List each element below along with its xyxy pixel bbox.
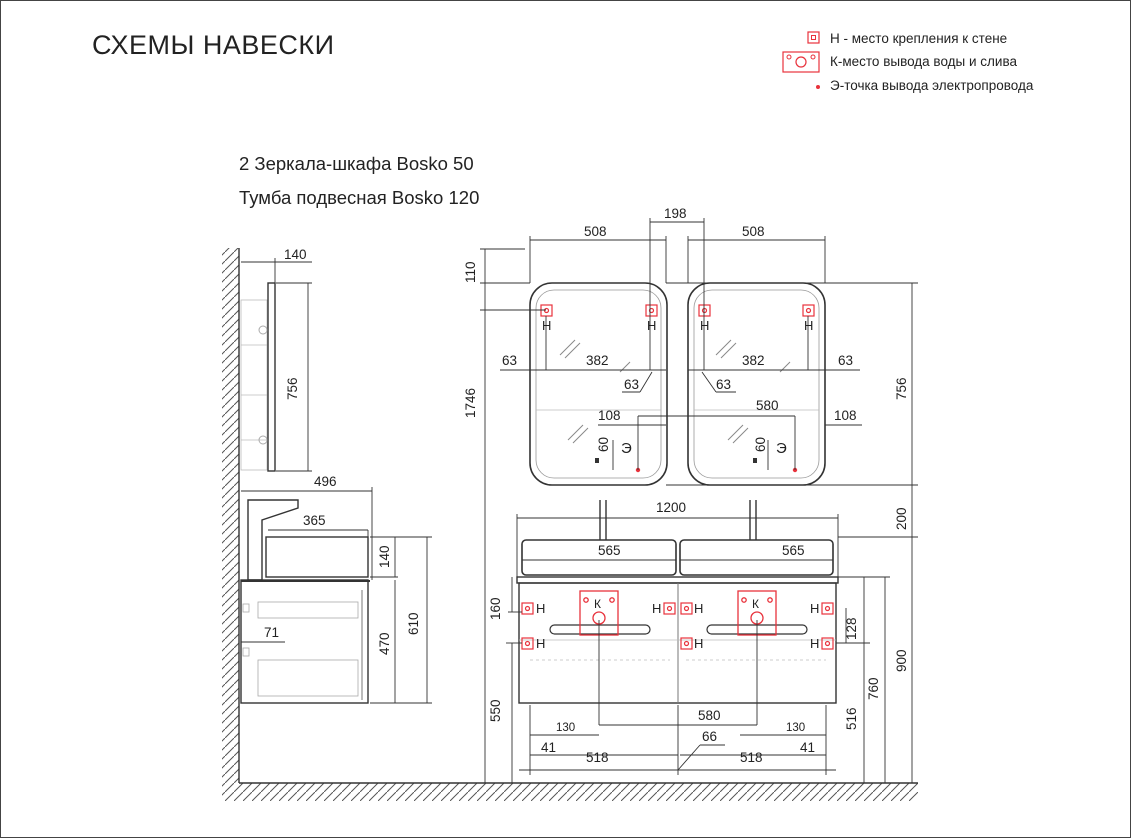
svg-text:365: 365 (303, 513, 326, 528)
page-title: СХЕМЫ НАВЕСКИ (92, 30, 335, 60)
svg-text:Н: Н (810, 636, 819, 651)
svg-text:610: 610 (406, 612, 421, 635)
svg-text:760: 760 (866, 677, 881, 700)
mirror-mount-points (540, 304, 815, 317)
svg-text:63: 63 (624, 377, 639, 392)
svg-text:63: 63 (502, 353, 517, 368)
svg-text:Н: Н (647, 318, 656, 333)
svg-text:518: 518 (740, 750, 763, 765)
legend-item-electric: Э-точка вывода электропровода (830, 78, 1034, 93)
svg-text:470: 470 (377, 632, 392, 655)
svg-text:108: 108 (834, 408, 857, 423)
svg-text:508: 508 (742, 224, 765, 239)
mirror-cabinet-right (687, 282, 826, 486)
svg-text:60: 60 (596, 437, 611, 452)
svg-text:1200: 1200 (656, 500, 686, 515)
svg-text:496: 496 (314, 474, 337, 489)
subtitle-vanity: Тумба подвесная Bosko 120 (239, 187, 480, 208)
svg-text:382: 382 (742, 353, 765, 368)
svg-text:Н: Н (700, 318, 709, 333)
svg-text:160: 160 (488, 597, 503, 620)
side-view (240, 282, 370, 704)
svg-text:382: 382 (586, 353, 609, 368)
dimension-labels: 140 756 496 365 140 470 610 71 198 508 5… (264, 206, 909, 765)
svg-text:900: 900 (894, 649, 909, 672)
svg-text:565: 565 (598, 543, 621, 558)
svg-text:Э: Э (776, 440, 787, 457)
svg-text:198: 198 (664, 206, 687, 221)
mirror-cabinet-left (529, 282, 668, 486)
wall-hatch (222, 248, 240, 783)
svg-text:1746: 1746 (463, 388, 478, 418)
electric-points (635, 467, 798, 473)
svg-text:Н: Н (652, 601, 661, 616)
svg-text:580: 580 (756, 398, 779, 413)
svg-text:756: 756 (285, 377, 300, 400)
svg-text:41: 41 (800, 740, 815, 755)
svg-text:71: 71 (264, 625, 279, 640)
wall-mount-square-icon (807, 31, 820, 44)
svg-text:140: 140 (377, 545, 392, 568)
svg-text:Н: Н (694, 636, 703, 651)
svg-text:140: 140 (284, 247, 307, 262)
svg-text:Н: Н (536, 636, 545, 651)
water-drain-outlet-icon (782, 51, 820, 73)
svg-text:110: 110 (463, 261, 478, 283)
svg-text:63: 63 (716, 377, 731, 392)
svg-text:130: 130 (786, 722, 805, 734)
electric-point-icon (816, 85, 820, 89)
svg-text:518: 518 (586, 750, 609, 765)
svg-text:130: 130 (556, 722, 575, 734)
svg-text:200: 200 (894, 507, 909, 530)
svg-text:Н: Н (694, 601, 703, 616)
svg-text:580: 580 (698, 708, 721, 723)
svg-text:516: 516 (844, 707, 859, 730)
svg-text:Н: Н (810, 601, 819, 616)
floor-hatch (222, 782, 918, 801)
svg-text:Э: Э (621, 440, 632, 457)
svg-text:Н: Н (542, 318, 551, 333)
svg-text:41: 41 (541, 740, 556, 755)
svg-text:К: К (752, 597, 759, 611)
svg-text:108: 108 (598, 408, 621, 423)
svg-text:Н: Н (536, 601, 545, 616)
svg-text:508: 508 (584, 224, 607, 239)
subtitle-mirror-cabinets: 2 Зеркала-шкафа Bosko 50 (239, 153, 474, 174)
svg-text:565: 565 (782, 543, 805, 558)
svg-text:Н: Н (804, 318, 813, 333)
marker-letters: Н Н Н Н Э Э Н Н Н Н Н Н Н К К (536, 318, 819, 651)
svg-text:60: 60 (753, 437, 768, 452)
legend-item-mount: Н - место крепления к стене (830, 31, 1008, 46)
svg-text:128: 128 (844, 617, 859, 640)
svg-text:550: 550 (488, 699, 503, 722)
dimension-lines (241, 218, 918, 783)
svg-text:66: 66 (702, 729, 717, 744)
vanity-mount-points (521, 602, 834, 650)
svg-text:756: 756 (894, 377, 909, 400)
vanity-front (516, 500, 839, 704)
legend-item-water: К-место вывода воды и слива (830, 54, 1017, 69)
svg-text:К: К (594, 597, 601, 611)
svg-text:63: 63 (838, 353, 853, 368)
